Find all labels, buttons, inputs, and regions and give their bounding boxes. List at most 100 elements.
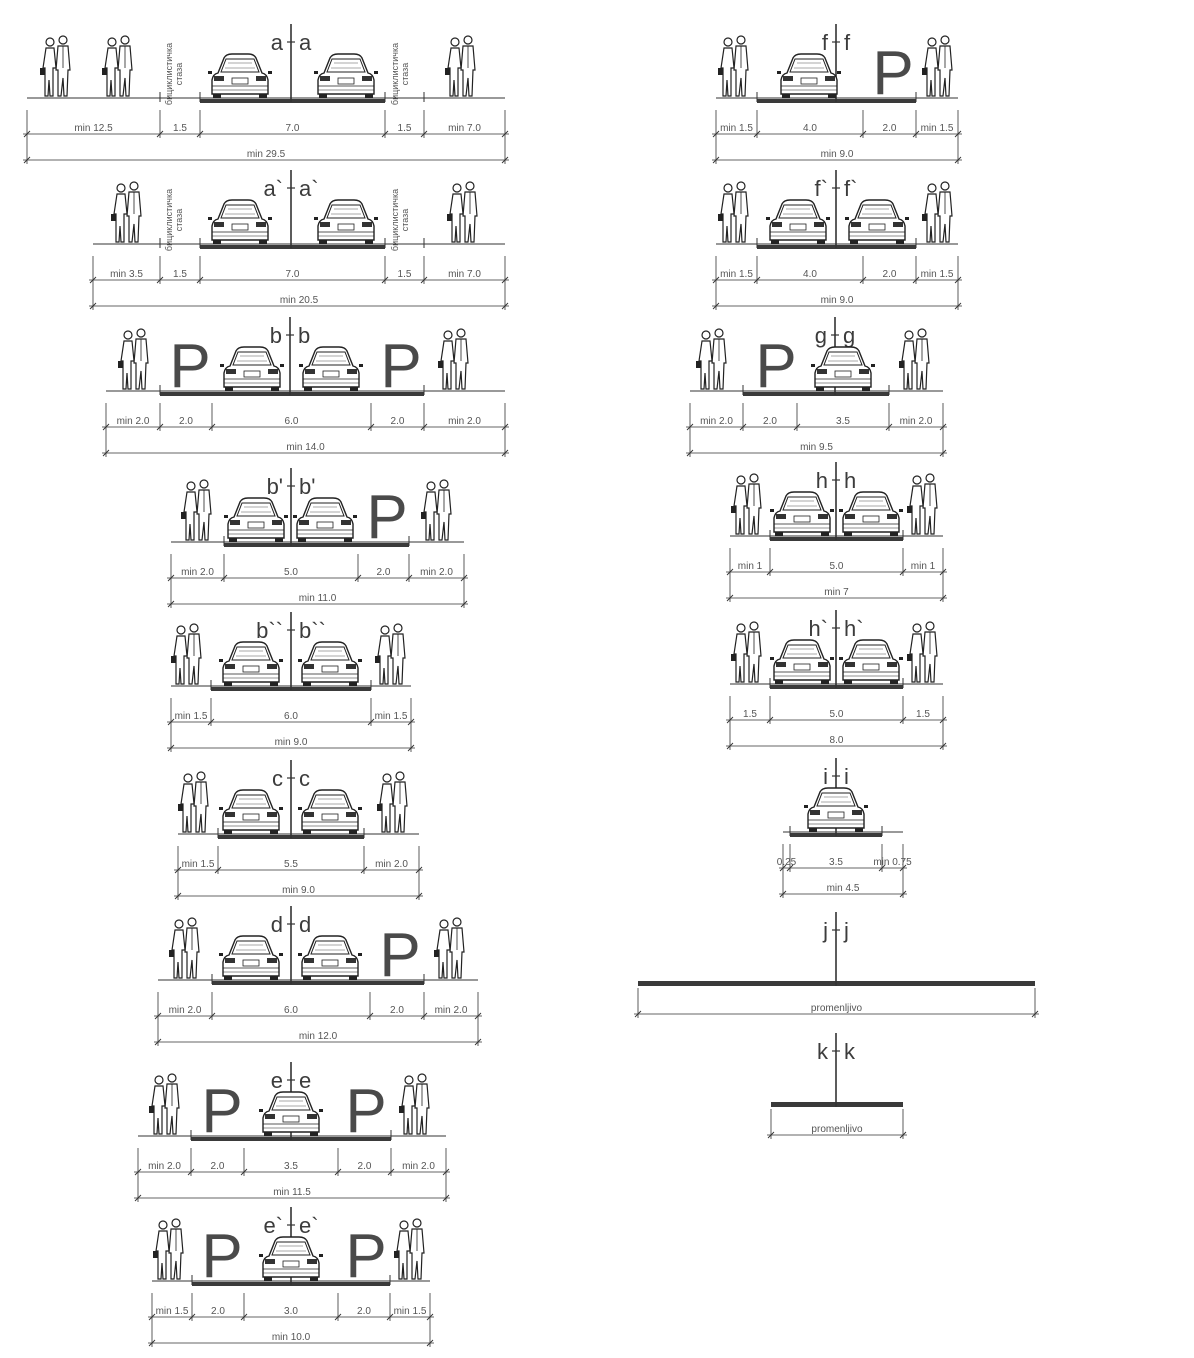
car-icon (838, 639, 904, 685)
dimension-tick (240, 1313, 248, 1321)
total-dimension-value: min 20.5 (280, 295, 319, 306)
dimension-value: min 2.0 (448, 416, 481, 427)
total-dimension-value: min 14.0 (286, 442, 325, 453)
dimension-tick (726, 742, 734, 750)
total-dimension-value: promenljivo (811, 1124, 863, 1135)
dimension-tick (912, 130, 920, 138)
dimension-tick (420, 130, 428, 138)
dimension-tick (786, 864, 794, 872)
dimension-tick (939, 423, 947, 431)
pedestrians-icon (695, 328, 727, 390)
dimension-tick (381, 130, 389, 138)
dimension-tick (460, 600, 468, 608)
section-label-right: a` (299, 176, 319, 201)
pedestrians-icon (374, 623, 406, 685)
car-icon (219, 346, 285, 392)
dimension-tick (102, 423, 110, 431)
roadway-surface (200, 245, 385, 249)
dimension-value: min 2.0 (181, 567, 214, 578)
dimension-value: min 2.0 (402, 1161, 435, 1172)
dimension-tick (208, 1012, 216, 1020)
dimension-tick (954, 156, 962, 164)
dimension-tick (207, 718, 215, 726)
parking-sign: P (755, 332, 796, 401)
dimension-tick (766, 568, 774, 576)
dimension-tick (386, 1313, 394, 1321)
pedestrians-icon (152, 1218, 184, 1280)
total-dimension-value: min 11.0 (299, 593, 337, 604)
dimension-tick (766, 716, 774, 724)
total-dimension-value: min 4.5 (827, 883, 860, 894)
parking-sign: P (345, 1222, 386, 1291)
dimension-tick (420, 276, 428, 284)
total-dimension-value: min 12.0 (299, 1031, 338, 1042)
parking-sign: P (380, 332, 421, 401)
section-label-right: b (298, 323, 310, 348)
section-label-right: i (844, 764, 849, 789)
car-icon (765, 199, 831, 245)
dimension-tick (501, 449, 509, 457)
car-icon (313, 199, 379, 245)
dimension-tick (196, 276, 204, 284)
dimension-tick (753, 276, 761, 284)
dimension-tick (859, 130, 867, 138)
dimension-tick (187, 1168, 195, 1176)
car-icon (769, 491, 835, 537)
dimension-value: min 2.0 (169, 1005, 202, 1016)
car-icon (297, 935, 363, 981)
pedestrians-icon (921, 181, 953, 243)
section-label-left: b`` (256, 618, 283, 643)
total-dimension-value: min 9.0 (282, 885, 315, 896)
pedestrians-icon (437, 328, 469, 390)
pedestrians-icon (717, 181, 749, 243)
dimension-tick (939, 716, 947, 724)
bike-lane-label-line1: бициклистичка (390, 43, 400, 105)
dimension-value: 0.25 (777, 857, 797, 868)
dimension-tick (939, 742, 947, 750)
dimension-tick (1031, 1010, 1039, 1018)
dimension-value: 3.5 (284, 1161, 298, 1172)
dimension-tick (148, 1339, 156, 1347)
car-icon (844, 199, 910, 245)
dimension-tick (208, 423, 216, 431)
dimension-tick (240, 1168, 248, 1176)
pedestrians-icon (168, 917, 200, 979)
roadway-surface (771, 1102, 903, 1107)
dimension-tick (899, 716, 907, 724)
dimension-value: 2.0 (390, 1005, 404, 1016)
dimension-tick (102, 449, 110, 457)
pedestrians-icon (170, 623, 202, 685)
dimension-value: min 1.5 (720, 123, 753, 134)
section-label-left: g (815, 323, 827, 348)
dimension-tick (366, 1012, 374, 1020)
dimension-value: min 1.5 (921, 269, 954, 280)
parking-sign: P (379, 921, 420, 990)
dimension-tick (167, 744, 175, 752)
section-label-left: f (822, 30, 829, 55)
dimension-tick (334, 1168, 342, 1176)
dimension-value: 5.0 (830, 709, 844, 720)
dimension-tick (407, 744, 415, 752)
dimension-value: 2.0 (391, 416, 405, 427)
dimension-tick (360, 866, 368, 874)
dimension-value: min 2.0 (148, 1161, 181, 1172)
section-label-left: e` (263, 1213, 283, 1238)
bike-lane-label-line1: бициклистичка (164, 189, 174, 251)
section-label-right: f` (844, 176, 857, 201)
dimension-tick (878, 864, 886, 872)
roadway-surface (200, 99, 385, 103)
pedestrians-icon (376, 771, 408, 833)
dimension-tick (134, 1168, 142, 1176)
dimension-value: min 1.5 (921, 123, 954, 134)
dimension-value: 2.0 (883, 123, 897, 134)
dimension-tick (859, 276, 867, 284)
